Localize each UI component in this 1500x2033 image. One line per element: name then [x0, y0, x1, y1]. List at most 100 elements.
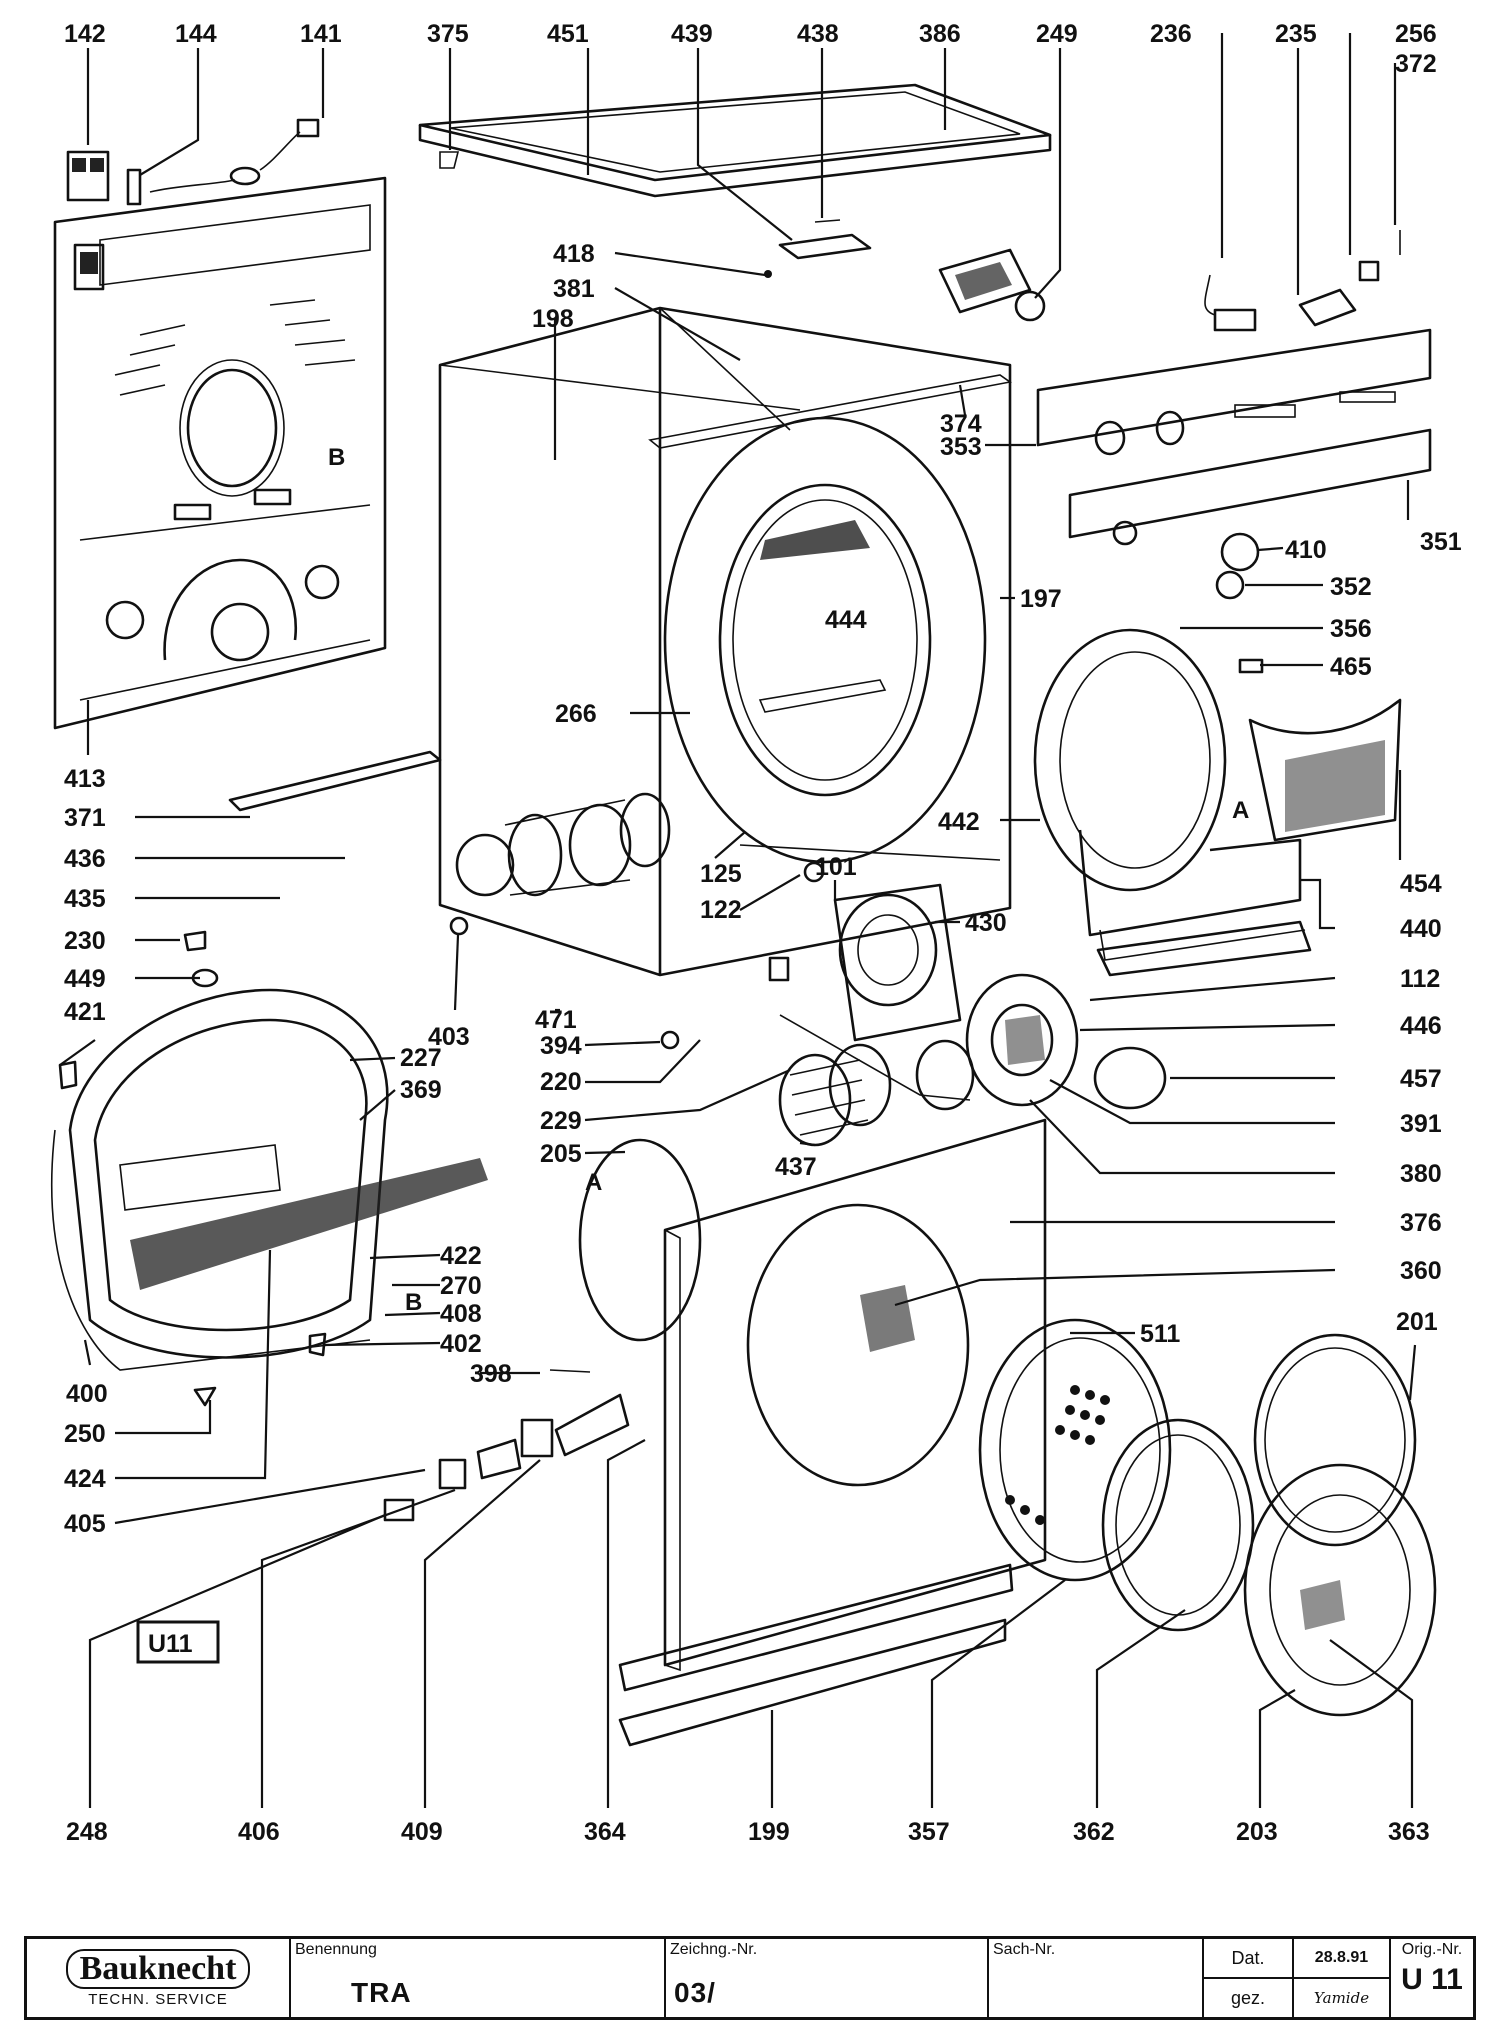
ref-letter-b-upper: B: [328, 444, 345, 471]
brand-subtitle: TECHN. SERVICE: [88, 1990, 228, 2008]
door-assembly: [51, 988, 488, 1371]
callout-438: 438: [797, 20, 839, 48]
callout-256: 256: [1395, 20, 1437, 48]
callout-398: 398: [470, 1360, 512, 1388]
callout-141: 141: [300, 20, 342, 48]
callout-413: 413: [64, 765, 106, 793]
designation-caption: Benennung: [295, 1941, 377, 1958]
callout-437: 437: [775, 1153, 817, 1181]
callout-227: 227: [400, 1044, 442, 1072]
callout-364: 364: [584, 1818, 626, 1846]
callout-446: 446: [1400, 1012, 1442, 1040]
callout-435: 435: [64, 885, 106, 913]
lint-filter: [1238, 658, 1402, 842]
cabinet: [438, 306, 1013, 977]
callout-424: 424: [64, 1465, 106, 1493]
callout-labels: 142 144 141 375 451 439 438 386 249 236 …: [64, 20, 1462, 1846]
switch-components: [383, 1369, 630, 1522]
callout-471: 471: [535, 1006, 577, 1034]
callout-381: 381: [553, 275, 595, 303]
reference-letters: A A B B: [328, 444, 1249, 1316]
original-number-value: U 11: [1401, 1963, 1463, 1996]
motor-assembly: [768, 861, 1167, 1111]
callout-122: 122: [700, 896, 742, 924]
part-number-caption: Sach-Nr.: [993, 1941, 1056, 1958]
callout-386: 386: [919, 20, 961, 48]
callout-403: 403: [428, 1023, 470, 1051]
door-seal: [578, 1138, 702, 1342]
callout-444: 444: [825, 606, 867, 634]
rear-rail: [228, 750, 442, 812]
callout-405: 405: [64, 1510, 106, 1538]
rear-panel: [53, 176, 387, 730]
callout-402: 402: [440, 1330, 482, 1358]
callout-406: 406: [238, 1818, 280, 1846]
callout-229: 229: [540, 1107, 582, 1135]
callout-394: 394: [540, 1032, 582, 1060]
callout-362: 362: [1073, 1818, 1115, 1846]
designation-value: TRA: [351, 1977, 412, 2008]
callout-376: 376: [1400, 1209, 1442, 1237]
callout-201: 201: [1396, 1308, 1438, 1336]
callout-511: 511: [1140, 1320, 1180, 1348]
ref-letter-a-lower: A: [585, 1169, 602, 1196]
title-block: Bauknecht TECHN. SERVICE Benennung TRA Z…: [24, 1936, 1476, 2020]
part-number-cell: Sach-Nr.: [989, 1939, 1204, 2017]
callout-374: 374: [940, 410, 982, 438]
drawn-by-signature: Yamide: [1313, 1989, 1370, 2007]
front-door: [978, 1318, 1437, 1717]
callout-440: 440: [1400, 915, 1442, 943]
callout-391: 391: [1400, 1110, 1442, 1138]
callout-360: 360: [1400, 1257, 1442, 1285]
callout-197: 197: [1020, 585, 1062, 613]
front-panel: [618, 1118, 1047, 1692]
callout-457: 457: [1400, 1065, 1442, 1093]
callout-249: 249: [1036, 20, 1078, 48]
sheet-badge: U11: [136, 1620, 220, 1664]
callout-357: 357: [908, 1818, 950, 1846]
callout-422: 422: [440, 1242, 482, 1270]
ref-letter-b-lower: B: [405, 1289, 422, 1316]
callout-409: 409: [401, 1818, 443, 1846]
callout-421: 421: [64, 998, 106, 1026]
designation-cell: Benennung TRA: [291, 1939, 666, 2017]
callout-410: 410: [1285, 536, 1327, 564]
callout-439: 439: [671, 20, 713, 48]
callout-418: 418: [553, 240, 595, 268]
brand-name: Bauknecht: [65, 1948, 251, 1989]
callout-248: 248: [66, 1818, 108, 1846]
front-bearing-shield: [1033, 628, 1306, 961]
callout-142: 142: [64, 20, 106, 48]
callout-352: 352: [1330, 573, 1372, 601]
callout-205: 205: [540, 1140, 582, 1168]
callout-449: 449: [64, 965, 106, 993]
callout-250: 250: [64, 1420, 106, 1448]
callout-351: 351: [1420, 528, 1462, 556]
callout-400: 400: [66, 1380, 108, 1408]
callout-353: 353: [940, 433, 982, 461]
callout-380: 380: [1400, 1160, 1442, 1188]
callout-371: 371: [64, 804, 106, 832]
ref-letter-a-upper: A: [1232, 797, 1249, 824]
callout-442: 442: [938, 808, 980, 836]
part-drawings: [51, 83, 1437, 1747]
callout-356: 356: [1330, 615, 1372, 643]
front-rail: [618, 1618, 1007, 1747]
air-duct: [1096, 920, 1312, 977]
callout-375: 375: [427, 20, 469, 48]
callout-101: 101: [815, 853, 857, 881]
callout-144: 144: [175, 20, 217, 48]
original-number-caption: Orig.-Nr.: [1401, 1941, 1463, 1958]
date-labels-cell: Dat. gez.: [1204, 1939, 1294, 2017]
flexible-hose: [778, 1043, 892, 1147]
callout-125: 125: [700, 860, 742, 888]
callout-408: 408: [440, 1300, 482, 1328]
callout-235: 235: [1275, 20, 1317, 48]
callout-372: 372: [1395, 50, 1437, 78]
date-caption: Dat.: [1204, 1939, 1292, 1979]
callout-203: 203: [1236, 1818, 1278, 1846]
top-cover: [418, 83, 1052, 198]
date-values-cell: 28.8.91 Yamide: [1294, 1939, 1391, 2017]
callout-454: 454: [1400, 870, 1442, 898]
callout-198: 198: [532, 305, 574, 333]
